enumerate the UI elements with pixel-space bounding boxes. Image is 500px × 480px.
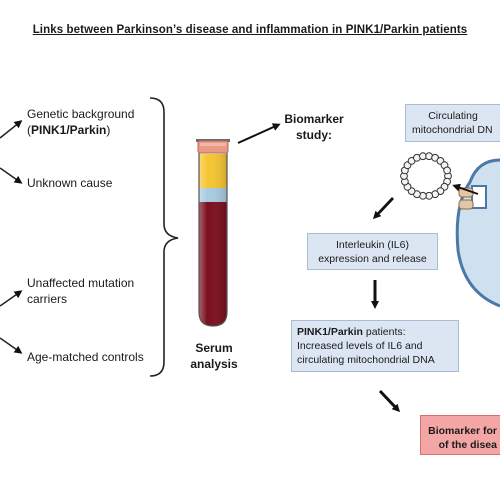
- interleukin-line2: expression and release: [318, 253, 427, 265]
- group-unknown: Unknown cause: [27, 176, 113, 190]
- grouping-brace: [149, 97, 179, 377]
- serum-line2: analysis: [190, 357, 238, 371]
- group-genetic: Genetic background (PINK1/Parkin): [27, 106, 134, 138]
- serum-analysis-label: Serum analysis: [182, 340, 246, 372]
- diagram-title: Links between Parkinson’s disease and in…: [32, 24, 468, 36]
- arrow-patients-to-biomarker: [378, 389, 401, 413]
- circulating-line2: mitochondrial DN: [412, 124, 493, 136]
- group-genetic-line1: Genetic background: [27, 107, 135, 121]
- patients-box: PINK1/Parkin patients: Increased levels …: [291, 320, 459, 372]
- group-controls: Age-matched controls: [27, 350, 144, 364]
- study-line1: Biomarker: [284, 112, 344, 126]
- patients-line2: Increased levels of IL6 and: [297, 340, 423, 352]
- mtdna-ring-icon: [400, 152, 452, 200]
- interleukin-box: Interleukin (IL6) expression and release: [307, 233, 438, 270]
- biomarker-line1: Biomarker for: [428, 425, 497, 437]
- cell-icon: [452, 158, 500, 308]
- patients-gene-names: PINK1/Parkin: [297, 326, 363, 338]
- group-unaffected: Unaffected mutation carriers: [27, 275, 134, 307]
- blood-tube-icon: [196, 139, 230, 327]
- biomarker-disease-box: Biomarker for of the disea: [420, 415, 500, 455]
- patients-line1: PINK1/Parkin patients:: [297, 325, 458, 339]
- biomarker-line2: of the disea: [438, 439, 497, 451]
- patients-line1-rest: patients:: [362, 326, 406, 338]
- interleukin-line1: Interleukin (IL6): [336, 239, 409, 251]
- paren-open: (: [27, 123, 31, 137]
- mtdna-bead: [443, 166, 452, 175]
- paren-close: ): [106, 123, 111, 137]
- biomarker-study-label: Biomarker study:: [279, 111, 349, 143]
- serum-line1: Serum: [195, 341, 233, 355]
- group-arrows: [0, 120, 23, 354]
- group-unaffected-line1: Unaffected mutation: [27, 276, 135, 290]
- arrow-to-study: [237, 123, 281, 144]
- study-line2: study:: [296, 128, 332, 142]
- patients-line3: circulating mitochondrial DNA: [297, 354, 435, 366]
- circulating-line1: Circulating: [428, 110, 478, 122]
- genetic-gene-names: PINK1/Parkin: [31, 123, 107, 137]
- group-unaffected-line2: carriers: [27, 292, 68, 306]
- group-genetic-line2: (PINK1/Parkin): [27, 122, 134, 138]
- arrow-ring-to-il6: [372, 197, 395, 220]
- circulating-mtdna-box: Circulating mitochondrial DN: [405, 104, 500, 142]
